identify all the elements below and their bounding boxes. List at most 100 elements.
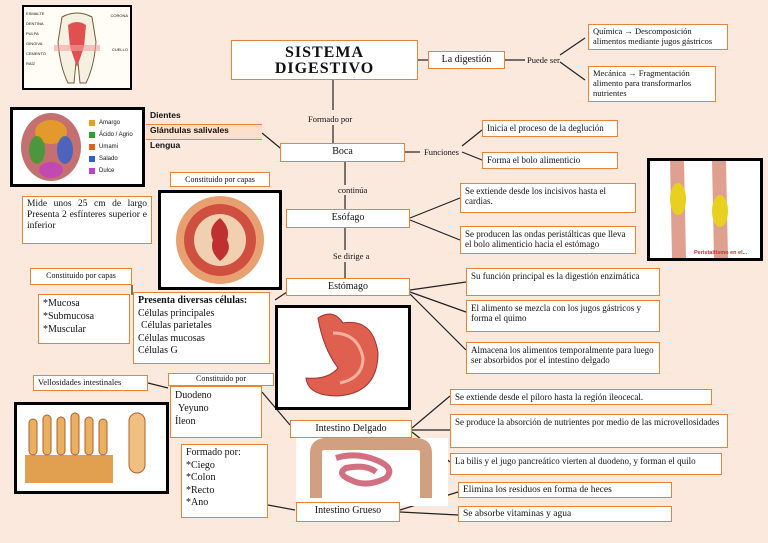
estomago-box: Estómago — [286, 278, 410, 296]
estomago-capas-box: *Mucosa *Submucosa *Muscular — [38, 294, 130, 344]
quimica-box: Química → Descomposición alimentos media… — [588, 24, 728, 50]
tongue-taste-map-image: Amargo Ácido / Agrio Umami Salado Dulce — [10, 107, 145, 187]
boca-funcion-2-text: Forma el bolo alimenticio — [487, 155, 581, 165]
intestine-image — [296, 438, 448, 506]
estomago-function-2-text: El alimento se mezcla con los jugos gást… — [471, 303, 641, 324]
celulas-title: Presenta diversas células: — [138, 295, 248, 306]
delgado-function-1-text: Se extiende desde el píloro hasta la reg… — [455, 392, 644, 402]
page-title: SISTEMA DIGESTIVO — [231, 40, 418, 80]
esofago-function-1-text: Se extiende desde los incisivos hasta el… — [465, 186, 606, 207]
estomago-function-1: Su función principal es la digestión enz… — [466, 268, 660, 296]
boca-box: Boca — [280, 143, 405, 162]
taste-acido: Ácido / Agrio — [99, 132, 133, 138]
esophagus-cross-section-image — [158, 190, 282, 290]
estomago-function-2: El alimento se mezcla con los jugos gást… — [466, 300, 660, 332]
esofago-box: Esófago — [286, 209, 410, 228]
esofago-constituido-text: Constituido por capas — [185, 175, 255, 184]
delgado-box: Intestino Delgado — [290, 420, 412, 438]
delgado-constituido-text: Constituido por — [195, 374, 246, 383]
tooth-label-cemento: CEMENTO — [26, 51, 46, 56]
capa-mucosa: *Mucosa — [43, 298, 80, 309]
delgado-function-2: Se produce la absorción de nutrientes po… — [450, 414, 728, 448]
estomago-constituido-text: Constituido por capas — [46, 271, 116, 280]
celula-principales: Células principales — [138, 307, 215, 319]
capa-submucosa: *Submucosa — [43, 311, 95, 322]
taste-salado: Salado — [99, 156, 118, 162]
celula-mucosas: Células mucosas — [138, 332, 205, 344]
continua-label: continúa — [338, 185, 368, 195]
grueso-box: Intestino Grueso — [296, 502, 400, 522]
peristalsis-image: Peristaltismo en el... — [647, 158, 763, 261]
esofago-function-1: Se extiende desde los incisivos hasta el… — [460, 183, 636, 213]
villi-image — [14, 402, 169, 494]
digestion-label: La digestión — [441, 54, 492, 65]
vellosidades-box: Vellosidades intestinales — [33, 375, 148, 391]
delgado-label: Intestino Delgado — [315, 423, 387, 434]
estomago-celulas-box: Presenta diversas células: Células princ… — [133, 292, 270, 364]
se-dirige-label: Se dirige a — [333, 251, 370, 261]
digestion-box: La digestión — [428, 51, 505, 69]
tooth-diagram-image: ESMALTE DENTINA PULPA GINGIVA CEMENTO RA… — [22, 5, 132, 90]
grueso-function-1-text: Elimina los residuos en forma de heces — [463, 485, 612, 495]
estomago-function-1-text: Su función principal es la digestión enz… — [471, 271, 640, 281]
celula-parietales: Células parietales — [141, 320, 212, 331]
stomach-image — [275, 305, 411, 410]
parte-recto: *Recto — [186, 484, 215, 496]
boca-funcion-1-text: Inicia el proceso de la deglución — [487, 123, 604, 133]
title-text: SISTEMA DIGESTIVO — [274, 44, 375, 77]
tooth-label-dentina: DENTINA — [26, 21, 44, 26]
delgado-function-1: Se extiende desde el píloro hasta la reg… — [450, 389, 712, 405]
mecanica-box: Mecánica → Fragmentación alimento para t… — [588, 66, 716, 102]
delgado-function-3-text: La bilis y el jugo pancreático vierten a… — [455, 456, 696, 466]
mecanica-text: Mecánica → Fragmentación alimento para t… — [593, 68, 692, 98]
delgado-function-2-text: Se produce la absorción de nutrientes po… — [455, 417, 720, 427]
taste-dulce: Dulce — [99, 168, 115, 174]
boca-parts-list: Dientes Glándulas salivales Lengua — [146, 110, 262, 154]
esofago-constituido-box: Constituido por capas — [170, 172, 270, 187]
boca-label: Boca — [332, 146, 353, 157]
celula-g: Células G — [138, 345, 178, 356]
vellosidades-text: Vellosidades intestinales — [38, 377, 122, 387]
parte-yeyuno: Yeyuno — [178, 403, 209, 414]
delgado-function-3: La bilis y el jugo pancreático vierten a… — [450, 453, 722, 475]
esofago-desc-box: Mide unos 25 cm de largo Presenta 2 esfí… — [22, 196, 152, 244]
boca-part-dientes: Dientes — [146, 110, 262, 125]
parte-ano: *Ano — [186, 497, 209, 508]
peristalsis-caption: Peristaltismo en el... — [694, 250, 748, 256]
grueso-function-2-text: Se absorbe vitaminas y agua — [463, 509, 572, 519]
puede-ser-label: Puede ser — [527, 55, 560, 65]
tooth-label-raiz: RAÍZ — [26, 61, 36, 66]
grueso-function-1: Elimina los residuos en forma de heces — [458, 482, 672, 498]
funciones-label: Funciones — [424, 147, 459, 157]
estomago-constituido-box: Constituido por capas — [30, 268, 132, 285]
delgado-constituido-box: Constituido por — [168, 373, 274, 386]
estomago-label: Estómago — [328, 281, 368, 292]
esofago-function-2: Se producen las ondas peristálticas que … — [460, 226, 636, 254]
grueso-formado: Formado por: — [186, 447, 241, 458]
grueso-function-2: Se absorbe vitaminas y agua — [458, 506, 672, 522]
esofago-desc-text: Mide unos 25 cm de largo Presenta 2 esfí… — [27, 199, 147, 231]
parte-colon: *Colon — [186, 472, 216, 483]
capa-muscular: *Muscular — [43, 324, 86, 335]
boca-funcion-1: Inicia el proceso de la deglución — [482, 120, 618, 137]
tooth-label-pulpa: PULPA — [26, 31, 39, 36]
tooth-label-esmalte: ESMALTE — [26, 11, 45, 16]
esofago-label: Esófago — [331, 212, 365, 223]
grueso-label: Intestino Grueso — [314, 505, 382, 516]
boca-part-lengua: Lengua — [150, 140, 181, 150]
formado-por-label: Formado por — [308, 114, 353, 124]
esofago-function-2-text: Se producen las ondas peristálticas que … — [465, 229, 626, 250]
estomago-function-3-text: Almacena los alimentos temporalmente par… — [471, 345, 654, 366]
grueso-partes-box: Formado por: *Ciego *Colon *Recto *Ano — [181, 444, 268, 518]
quimica-text: Química → Descomposición alimentos media… — [593, 26, 713, 46]
tooth-label-corona: CORONA — [110, 13, 128, 18]
parte-duodeno: Duodeno — [175, 390, 212, 401]
tooth-label-gingiva: GINGIVA — [26, 41, 43, 46]
boca-funcion-2: Forma el bolo alimenticio — [482, 152, 618, 169]
boca-part-glandulas: Glándulas salivales — [146, 125, 262, 140]
estomago-function-3: Almacena los alimentos temporalmente par… — [466, 342, 660, 374]
taste-umami: Umami — [99, 144, 118, 150]
delgado-partes-box: Duodeno Yeyuno Íleon — [170, 386, 262, 438]
tooth-label-cuello: CUELLO — [111, 47, 128, 52]
